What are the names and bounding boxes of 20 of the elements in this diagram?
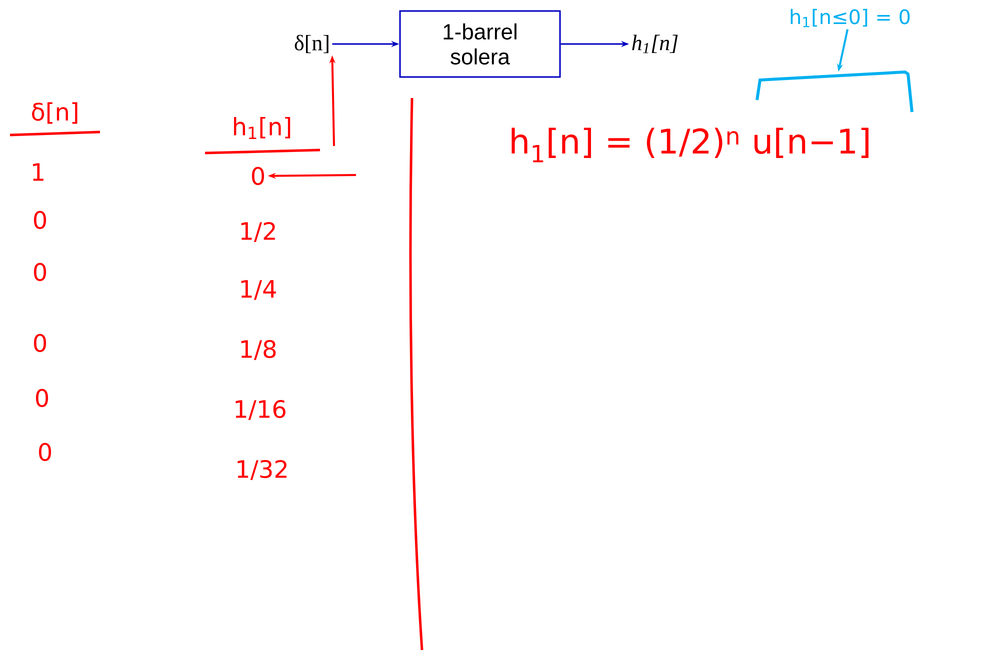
table-value: 0	[36, 388, 48, 408]
table-value: 0	[34, 262, 46, 282]
table-value: 0	[38, 442, 52, 462]
table-value: 0	[34, 334, 46, 352]
table-value: 1/16	[236, 400, 286, 420]
table-value: 1/32	[238, 460, 287, 480]
table-value: 0	[252, 166, 264, 186]
process-box: 1-barrel solera	[399, 10, 561, 78]
note-text: h$_{1}$[n≤0] = 0	[790, 8, 910, 28]
table-value: 1/4	[241, 280, 276, 300]
input-signal: δ[n]	[294, 34, 328, 54]
table-value: 1/8	[241, 340, 276, 360]
column-header: h$_{1}$[n]	[234, 117, 290, 139]
table-value: 1/2	[241, 222, 275, 242]
table-value: 0	[34, 210, 46, 230]
table-value: 1	[33, 163, 44, 181]
output-signal: h$_{1}$[n]	[632, 34, 678, 54]
equation: h$_{1}$[n] = (1/2)$^{n}$ u[n−1]	[512, 128, 868, 162]
column-header: δ[n]	[32, 102, 78, 124]
bracket	[756, 70, 914, 112]
